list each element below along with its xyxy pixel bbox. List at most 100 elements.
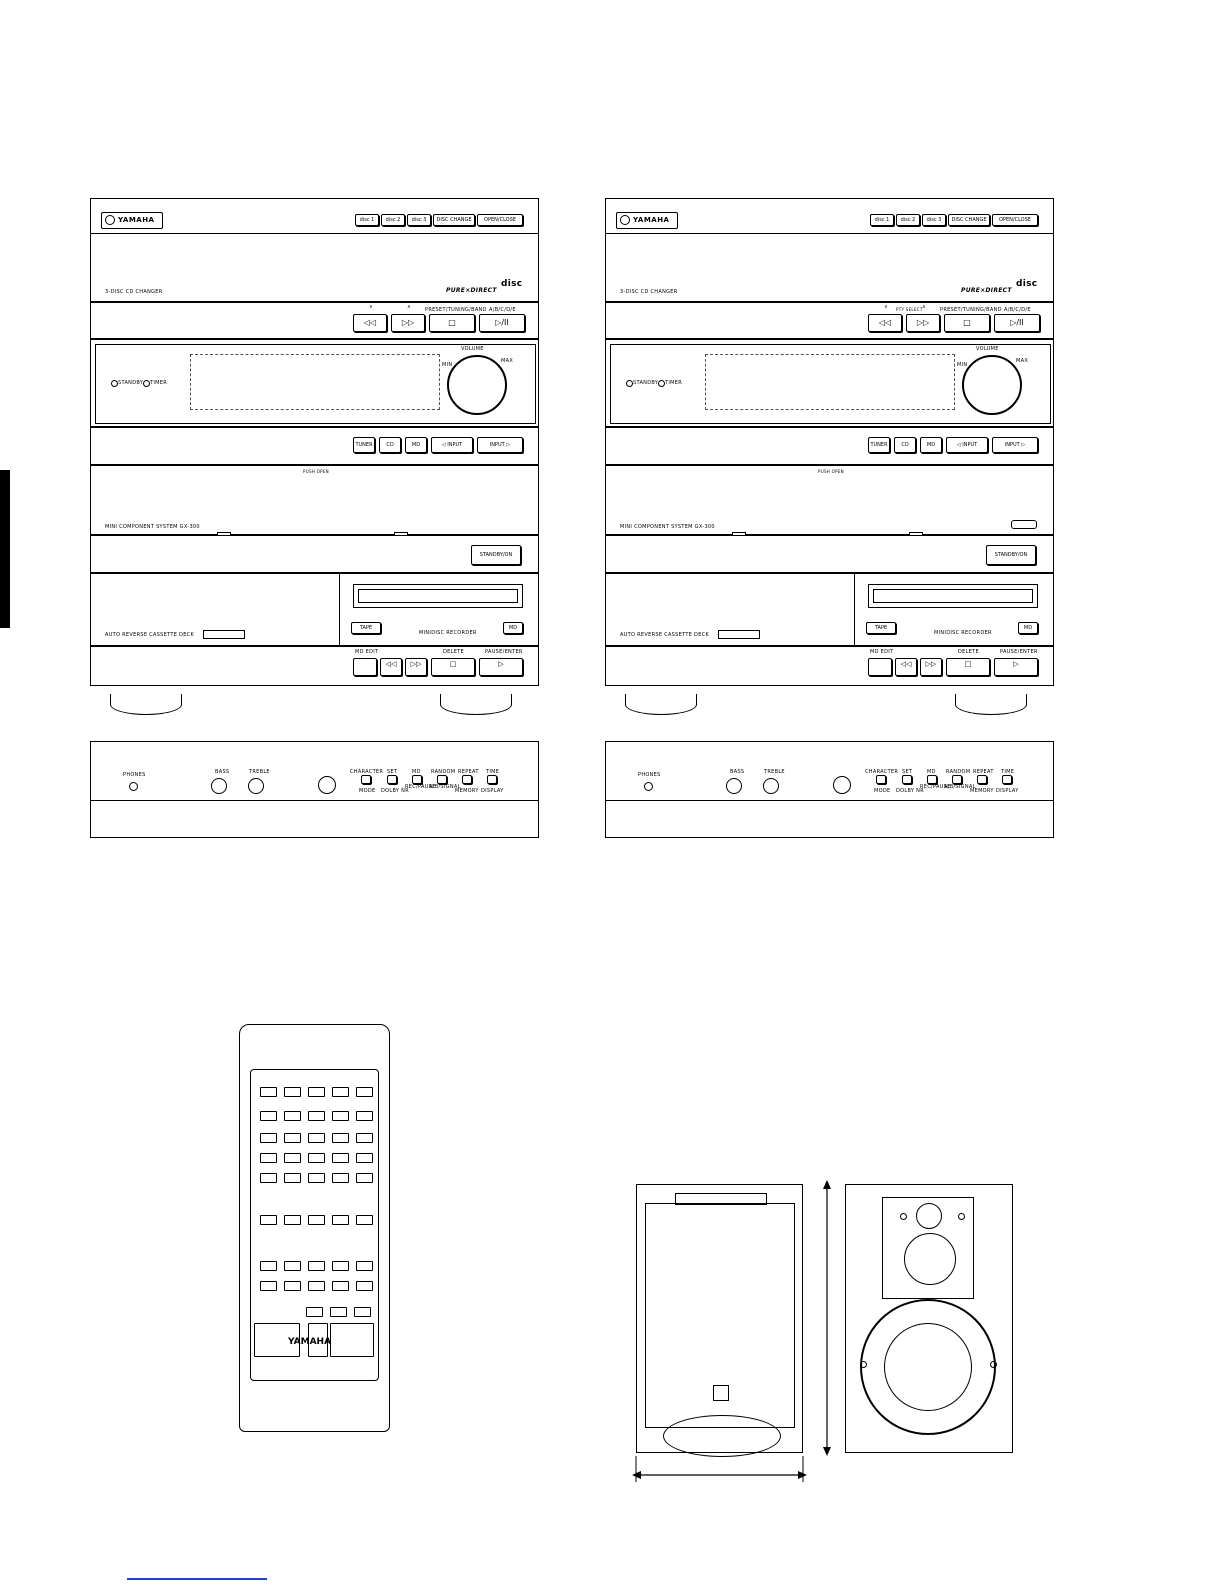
skip-back-button[interactable]: ◁◁ (868, 314, 902, 332)
remote-key[interactable] (332, 1281, 349, 1291)
remote-key[interactable] (356, 1215, 373, 1225)
remote-key[interactable] (330, 1323, 374, 1357)
disc-1-button[interactable]: disc 1 (355, 214, 379, 226)
remote-key[interactable] (356, 1087, 373, 1097)
skip-forward-button[interactable]: ▷▷ (906, 314, 940, 332)
remote-key[interactable] (308, 1215, 325, 1225)
random-button[interactable] (952, 775, 962, 784)
md-play-button[interactable]: ▷ (994, 658, 1038, 676)
remote-key[interactable] (308, 1281, 325, 1291)
remote-key[interactable] (356, 1111, 373, 1121)
remote-key[interactable] (260, 1215, 277, 1225)
remote-key[interactable] (308, 1323, 328, 1357)
md-stop-button[interactable]: □ (946, 658, 990, 676)
character-button[interactable] (361, 775, 371, 784)
remote-key[interactable] (332, 1087, 349, 1097)
remote-key[interactable] (260, 1111, 277, 1121)
remote-key[interactable] (284, 1087, 301, 1097)
time-button[interactable] (1002, 775, 1012, 784)
remote-key[interactable] (332, 1173, 349, 1183)
set-button[interactable] (902, 775, 912, 784)
random-button[interactable] (437, 775, 447, 784)
remote-key[interactable] (284, 1111, 301, 1121)
stop-button[interactable]: □ (944, 314, 990, 332)
treble-knob[interactable] (763, 778, 779, 794)
disc-change-button[interactable]: DISC CHANGE (948, 214, 990, 226)
md-rewind-button[interactable]: ◁◁ (895, 658, 917, 676)
remote-key[interactable] (284, 1281, 301, 1291)
tuner-button[interactable]: TUNER (868, 437, 890, 453)
character-button[interactable] (876, 775, 886, 784)
remote-key[interactable] (260, 1153, 277, 1163)
disc-3-button[interactable]: disc 3 (407, 214, 431, 226)
skip-back-button[interactable]: ◁◁ (353, 314, 387, 332)
standby-on-button[interactable]: STANDBY/ON (986, 545, 1036, 565)
bass-knob[interactable] (726, 778, 742, 794)
md-button[interactable]: MD (405, 437, 427, 453)
remote-key[interactable] (284, 1215, 301, 1225)
md-forward-button[interactable]: ▷▷ (920, 658, 942, 676)
remote-key[interactable] (356, 1281, 373, 1291)
remote-key[interactable] (254, 1323, 300, 1357)
remote-key[interactable] (330, 1307, 347, 1317)
time-button[interactable] (487, 775, 497, 784)
md-rewind-button[interactable]: ◁◁ (380, 658, 402, 676)
md-select-button[interactable] (927, 775, 937, 784)
input-left-button[interactable]: ◁ INPUT (946, 437, 988, 453)
md-button[interactable]: MD (920, 437, 942, 453)
disc-2-button[interactable]: disc 2 (896, 214, 920, 226)
remote-key[interactable] (308, 1133, 325, 1143)
remote-key[interactable] (332, 1215, 349, 1225)
disc-2-button[interactable]: disc 2 (381, 214, 405, 226)
input-right-button[interactable]: INPUT ▷ (477, 437, 523, 453)
md-edit-button[interactable] (868, 658, 892, 676)
open-close-button[interactable]: OPEN/CLOSE (477, 214, 523, 226)
volume-knob[interactable] (962, 355, 1022, 415)
repeat-button[interactable] (977, 775, 987, 784)
bass-knob[interactable] (211, 778, 227, 794)
multi-jog-knob[interactable] (318, 776, 336, 794)
repeat-button[interactable] (462, 775, 472, 784)
remote-key[interactable] (356, 1173, 373, 1183)
cd-button[interactable]: CD (894, 437, 916, 453)
remote-key[interactable] (356, 1133, 373, 1143)
standby-on-button[interactable]: STANDBY/ON (471, 545, 521, 565)
play-pause-button[interactable]: ▷/II (479, 314, 525, 332)
remote-key[interactable] (260, 1281, 277, 1291)
remote-key[interactable] (284, 1261, 301, 1271)
remote-key[interactable] (332, 1261, 349, 1271)
remote-key[interactable] (306, 1307, 323, 1317)
md-play-button[interactable]: ▷ (479, 658, 523, 676)
md-stop-button[interactable]: □ (431, 658, 475, 676)
tuner-button[interactable]: TUNER (353, 437, 375, 453)
remote-key[interactable] (284, 1133, 301, 1143)
remote-key[interactable] (332, 1111, 349, 1121)
input-right-button[interactable]: INPUT ▷ (992, 437, 1038, 453)
remote-key[interactable] (284, 1153, 301, 1163)
md-forward-button[interactable]: ▷▷ (405, 658, 427, 676)
remote-key[interactable] (308, 1261, 325, 1271)
stop-button[interactable]: □ (429, 314, 475, 332)
md-eject-button[interactable]: MD (503, 622, 523, 634)
disc-1-button[interactable]: disc 1 (870, 214, 894, 226)
disc-change-button[interactable]: DISC CHANGE (433, 214, 475, 226)
remote-key[interactable] (332, 1153, 349, 1163)
treble-knob[interactable] (248, 778, 264, 794)
volume-knob[interactable] (447, 355, 507, 415)
play-pause-button[interactable]: ▷/II (994, 314, 1040, 332)
tape-eject-button[interactable]: TAPE (866, 622, 896, 634)
set-button[interactable] (387, 775, 397, 784)
remote-key[interactable] (356, 1261, 373, 1271)
md-edit-button[interactable] (353, 658, 377, 676)
md-eject-button[interactable]: MD (1018, 622, 1038, 634)
remote-key[interactable] (284, 1173, 301, 1183)
cd-button[interactable]: CD (379, 437, 401, 453)
tape-eject-button[interactable]: TAPE (351, 622, 381, 634)
remote-key[interactable] (260, 1087, 277, 1097)
disc-3-button[interactable]: disc 3 (922, 214, 946, 226)
open-close-button[interactable]: OPEN/CLOSE (992, 214, 1038, 226)
remote-key[interactable] (332, 1133, 349, 1143)
remote-key[interactable] (354, 1307, 371, 1317)
input-left-button[interactable]: ◁ INPUT (431, 437, 473, 453)
remote-key[interactable] (308, 1173, 325, 1183)
